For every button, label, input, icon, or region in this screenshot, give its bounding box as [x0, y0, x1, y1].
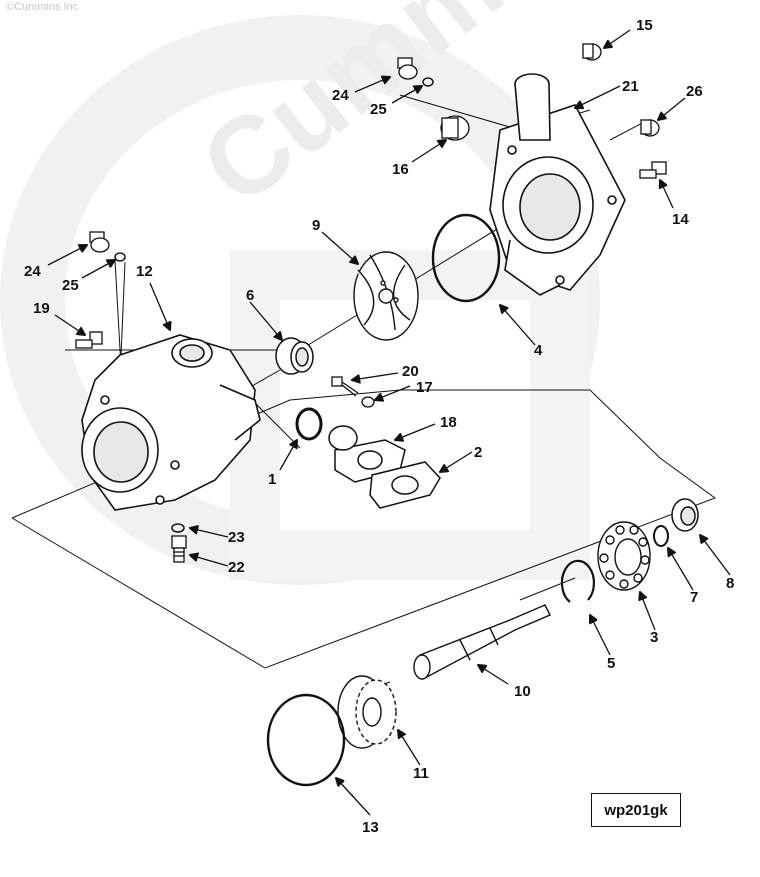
plug-part	[582, 43, 602, 61]
oring-part	[295, 407, 323, 441]
callout-label: 24	[24, 263, 41, 280]
callout-label: 21	[622, 78, 639, 95]
callout-label: 24	[332, 87, 349, 104]
callout-label: 12	[136, 263, 153, 280]
large-oring-part	[431, 213, 501, 303]
small-oring-part	[171, 523, 185, 533]
drive-gear-part	[337, 675, 397, 749]
callout-label: 13	[362, 819, 379, 836]
small-oring-part	[114, 252, 126, 262]
washer-part	[361, 396, 375, 408]
bearing-part	[597, 521, 651, 591]
leader-arrows	[47, 29, 731, 816]
callout-label: 17	[416, 379, 433, 396]
snap-ring-part	[560, 559, 596, 603]
figure-reference-code: wp201gk	[591, 793, 681, 827]
capscrew-part	[639, 161, 667, 179]
plug-part	[89, 231, 110, 253]
callout-label: 5	[607, 655, 615, 672]
impeller-part	[353, 251, 419, 341]
callout-label: 9	[312, 217, 320, 234]
retaining-ring-part	[653, 525, 669, 547]
callout-label: 10	[514, 683, 531, 700]
pump-cover-part	[489, 73, 626, 296]
callout-label: 18	[440, 414, 457, 431]
seal-part	[275, 337, 314, 375]
shaft-part	[413, 604, 551, 680]
small-oring-part	[422, 77, 434, 87]
capscrew-part	[75, 331, 103, 349]
oil-seal-part	[671, 498, 699, 532]
copyright-notice: ©Cummins Inc	[6, 1, 79, 13]
callout-label: 25	[370, 101, 387, 118]
callout-label: 25	[62, 277, 79, 294]
callout-label: 26	[686, 83, 703, 100]
callout-label: 11	[413, 765, 429, 782]
plug-part	[640, 119, 660, 137]
callout-label: 7	[690, 589, 698, 606]
drain-fitting-part	[171, 535, 187, 563]
callout-label: 16	[392, 161, 409, 178]
plug-part	[397, 57, 418, 80]
gear-oring-part	[266, 693, 346, 787]
callout-label: 6	[246, 287, 254, 304]
cummins-watermark: Cummins	[0, 0, 650, 585]
callout-label: 23	[228, 529, 245, 546]
callout-label: 8	[726, 575, 734, 592]
callout-labels: 1 2 3 4 5 6 7 8 9 10 11 12 13 14 15 16 1…	[24, 17, 734, 836]
callout-label: 2	[474, 444, 482, 461]
pump-body-part	[81, 334, 261, 511]
callout-label: 3	[650, 629, 658, 646]
callout-label: 1	[268, 471, 276, 488]
callout-label: 14	[672, 211, 689, 228]
callout-label: 15	[636, 17, 653, 34]
callout-label: 22	[228, 559, 245, 576]
callout-label: 20	[402, 363, 419, 380]
callout-label: 19	[33, 300, 50, 317]
callout-label: 4	[534, 342, 543, 359]
gasket-part	[369, 461, 441, 509]
plug-part	[440, 115, 470, 141]
capscrew-part	[331, 376, 359, 397]
